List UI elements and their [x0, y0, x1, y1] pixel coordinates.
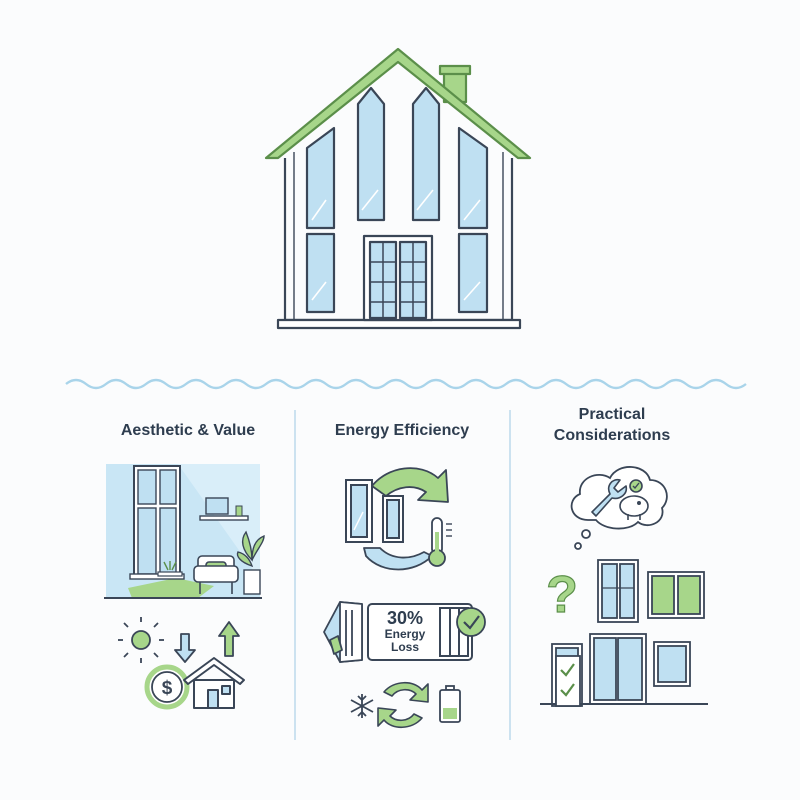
column-title-practical-line1: Practical [578, 406, 646, 423]
column-title-aesthetic: Aesthetic & Value [120, 422, 256, 439]
check-badge-icon [456, 607, 486, 637]
cycle-arrows-small-icon [377, 681, 429, 729]
energy-loss-value: 30% [386, 608, 424, 628]
thermometer-icon [428, 517, 452, 567]
column-title-practical: Practical Considerations [520, 404, 704, 446]
window-options-icon [540, 559, 708, 707]
energy-loss-stat: 30% Energy Loss [372, 608, 438, 654]
column-title-practical-line2: Considerations [553, 427, 671, 444]
living-room-illustration [104, 464, 265, 599]
cycle-arrows-icon [363, 467, 449, 571]
question-mark-icon: ? [546, 565, 579, 624]
dollar-coin-icon: $ [144, 664, 190, 710]
arrow-down-icon [174, 633, 196, 663]
sun-icon [118, 617, 164, 663]
window-icon [345, 479, 404, 543]
svg-text:$: $ [162, 678, 173, 699]
energy-loss-label-line1: Energy [384, 627, 426, 641]
wrench-icon [591, 478, 628, 517]
checklist-icon [555, 655, 581, 707]
battery-icon [439, 685, 461, 723]
hero-house-icon [264, 47, 532, 330]
window-section-icon [323, 601, 363, 663]
arrow-up-icon [218, 621, 240, 657]
piggy-bank-icon [619, 479, 649, 520]
energy-loss-label-line2: Loss [390, 640, 419, 654]
svg-text:?: ? [546, 566, 578, 624]
column-title-energy: Energy Efficiency [334, 422, 470, 439]
wavy-divider [65, 378, 747, 390]
snowflake-icon [350, 694, 374, 718]
house-icon [183, 657, 245, 709]
